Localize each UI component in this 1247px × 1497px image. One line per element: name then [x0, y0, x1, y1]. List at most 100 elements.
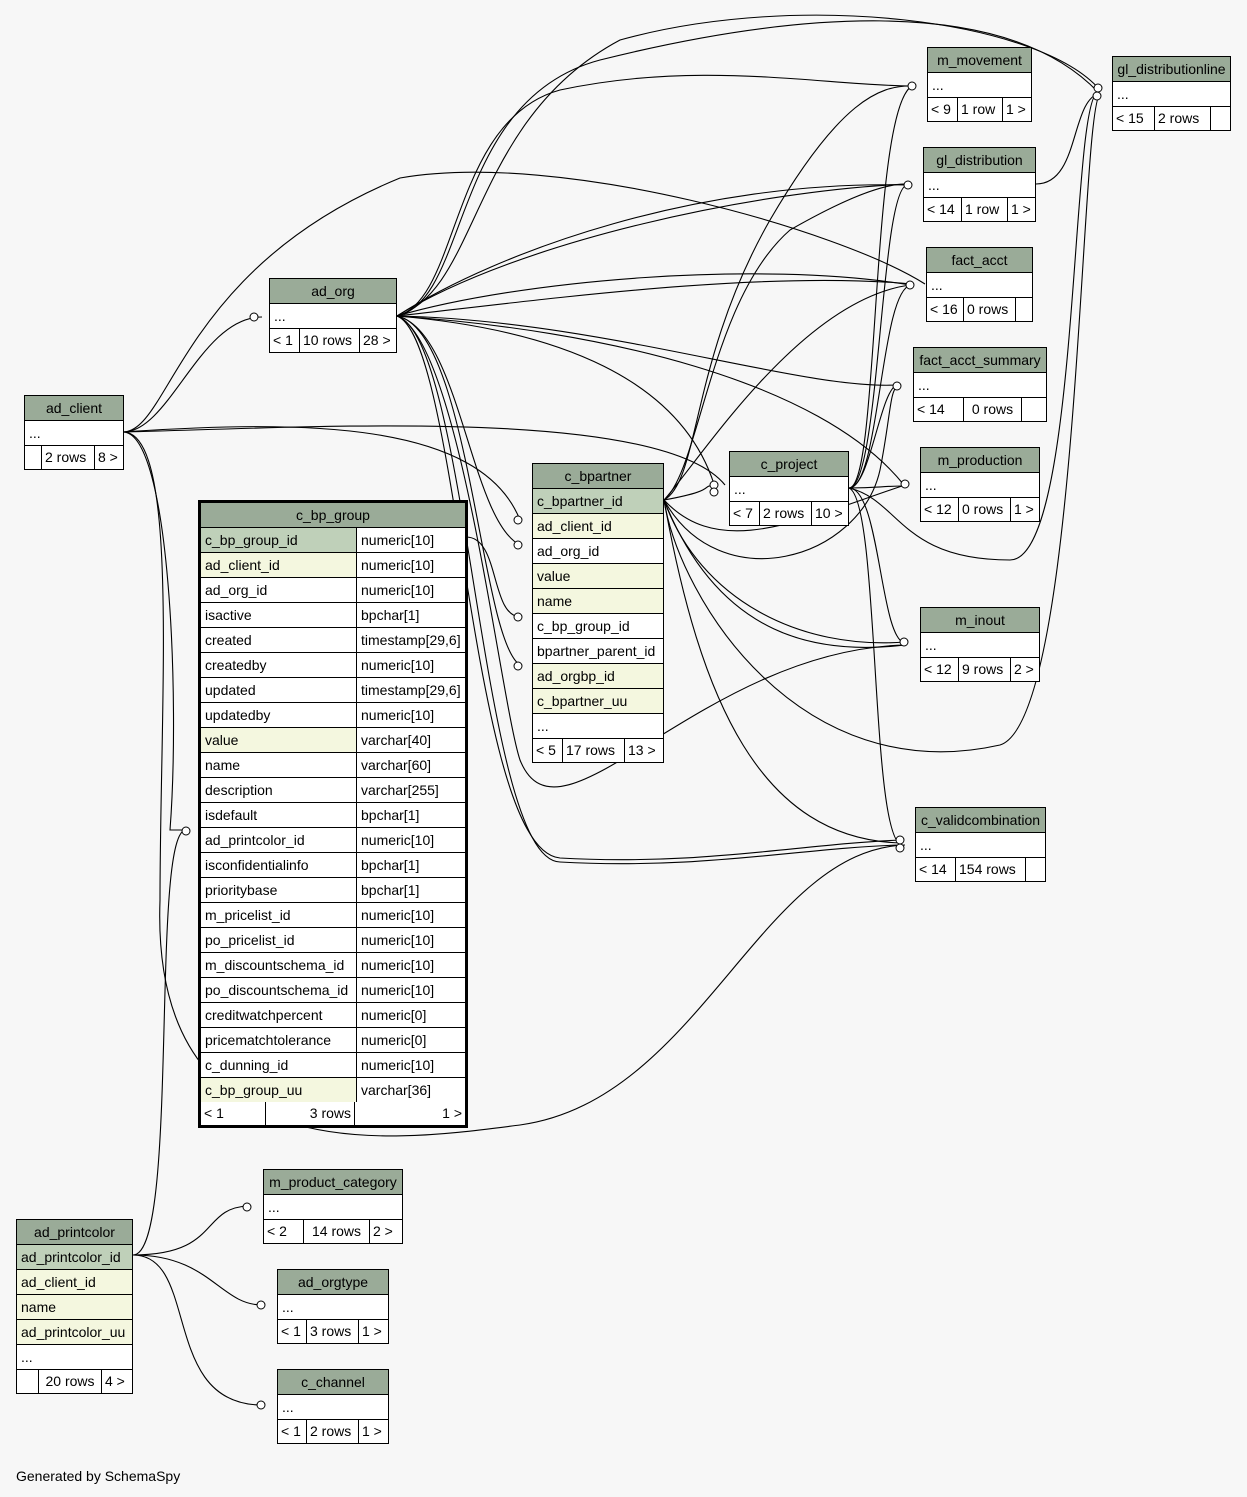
parents-count[interactable]: < 5 [533, 739, 563, 762]
parents-count[interactable]: < 12 [921, 658, 959, 681]
ellipsis: ... [931, 277, 943, 293]
table-c-bpartner[interactable]: c_bpartner c_bpartner_id ad_client_id ad… [532, 463, 664, 763]
ellipsis: ... [734, 481, 746, 497]
children-count[interactable] [1016, 298, 1032, 321]
children-count[interactable]: 1 > [1006, 101, 1026, 117]
table-m-inout[interactable]: m_inout ... < 12 9 rows 2 > [920, 607, 1040, 682]
children-count[interactable]: 8 > [98, 449, 118, 465]
table-ad-org[interactable]: ad_org ... < 1 10 rows 28 > [269, 278, 397, 353]
row-count: 3 rows [307, 1320, 359, 1343]
column-name: isdefault [205, 807, 258, 823]
children-count[interactable]: 1 > [1014, 501, 1034, 517]
row-count: 0 rows [964, 298, 1016, 321]
column-type: numeric[10] [356, 1053, 465, 1077]
table-gl-distribution[interactable]: gl_distribution ... < 14 1 row 1 > [923, 147, 1036, 222]
table-c-channel[interactable]: c_channel ... < 1 2 rows 1 > [277, 1369, 389, 1444]
parents-count[interactable]: < 7 [730, 502, 760, 525]
children-count[interactable]: 10 > [815, 505, 843, 521]
ellipsis: ... [920, 837, 932, 853]
table-footer: < 15 2 rows [1113, 107, 1230, 130]
children-count[interactable]: 2 > [373, 1223, 393, 1239]
children-count[interactable]: 4 > [105, 1373, 125, 1389]
table-footer: < 16 0 rows [927, 298, 1032, 321]
parents-count[interactable] [17, 1370, 39, 1393]
table-ad-client[interactable]: ad_client ... 2 rows 8 > [24, 395, 124, 470]
parents-count[interactable]: < 1 [270, 329, 300, 352]
children-count[interactable] [1211, 107, 1230, 130]
parents-count[interactable]: < 1 [201, 1102, 266, 1125]
table-m-production[interactable]: m_production ... < 12 0 rows 1 > [920, 447, 1040, 522]
parents-count[interactable]: < 9 [928, 98, 958, 121]
column-type: bpchar[1] [356, 603, 465, 627]
parents-count[interactable] [25, 446, 42, 469]
table-fact-acct-summary[interactable]: fact_acct_summary ... < 14 0 rows [913, 347, 1047, 422]
children-count[interactable]: 2 > [1014, 661, 1034, 677]
ellipsis: ... [918, 377, 930, 393]
children-count[interactable] [1026, 858, 1045, 881]
table-footer: < 12 9 rows 2 > [921, 658, 1039, 681]
children-count[interactable]: 1 > [1011, 201, 1031, 217]
column-row: c_bpartner_uu [533, 689, 663, 714]
row-count: 9 rows [959, 658, 1011, 681]
column-name: createdby [205, 657, 267, 673]
table-c-validcombination[interactable]: c_validcombination ... < 14 154 rows [915, 807, 1046, 882]
table-m-movement[interactable]: m_movement ... < 9 1 row 1 > [927, 47, 1032, 122]
column-row: name [533, 589, 663, 614]
column-row: bpartner_parent_id [533, 639, 663, 664]
ellipsis: ... [282, 1399, 294, 1415]
table-c-project[interactable]: c_project ... < 7 2 rows 10 > [729, 451, 849, 526]
column-type: numeric[10] [356, 578, 465, 602]
table-m-product-category[interactable]: m_product_category ... < 2 14 rows 2 > [263, 1169, 403, 1244]
table-header: fact_acct_summary [914, 348, 1046, 373]
column-name: prioritybase [205, 882, 278, 898]
table-footer: < 5 17 rows 13 > [533, 739, 663, 762]
parents-count[interactable]: < 1 [278, 1420, 307, 1443]
table-ad-printcolor[interactable]: ad_printcolor ad_printcolor_id ad_client… [16, 1219, 133, 1394]
table-header: c_bpartner [533, 464, 663, 489]
table-fact-acct[interactable]: fact_acct ... < 16 0 rows [926, 247, 1033, 322]
table-ad-orgtype[interactable]: ad_orgtype ... < 1 3 rows 1 > [277, 1269, 389, 1344]
parents-count[interactable]: < 14 [914, 398, 964, 421]
column-name: ad_org_id [205, 582, 268, 598]
column-name: value [205, 732, 239, 748]
column-type: varchar[255] [356, 778, 465, 802]
table-gl-distributionline[interactable]: gl_distributionline ... < 15 2 rows [1112, 56, 1231, 131]
children-count[interactable]: 1 > [362, 1423, 382, 1439]
edge [396, 315, 903, 861]
ellipsis: ... [925, 477, 937, 493]
column-row: name [17, 1295, 132, 1320]
children-count[interactable]: 28 > [363, 332, 391, 348]
parents-count[interactable]: < 15 [1113, 107, 1155, 130]
parents-count[interactable]: < 14 [924, 198, 962, 221]
children-count[interactable]: 13 > [628, 742, 656, 758]
parents-count[interactable]: < 12 [921, 498, 959, 521]
column-name: po_discountschema_id [205, 982, 349, 998]
ellipsis: ... [21, 1349, 33, 1365]
parents-count[interactable]: < 2 [264, 1220, 304, 1243]
column-type: bpchar[1] [356, 803, 465, 827]
column-type: timestamp[29,6] [356, 628, 465, 652]
table-footer: < 1 10 rows 28 > [270, 329, 396, 352]
children-count[interactable] [1022, 398, 1046, 421]
edge [663, 484, 906, 532]
edge [396, 315, 901, 865]
table-footer: < 2 14 rows 2 > [264, 1220, 402, 1243]
table-footer: < 1 3 rows 1 > [278, 1320, 388, 1343]
table-footer: 2 rows 8 > [25, 446, 123, 469]
children-count[interactable]: 1 > [362, 1323, 382, 1339]
edge [663, 183, 907, 501]
children-count[interactable]: 1 > [442, 1105, 462, 1121]
edge [396, 273, 911, 317]
parents-count[interactable]: < 16 [927, 298, 964, 321]
column-name: m_pricelist_id [205, 907, 291, 923]
edge [848, 485, 906, 489]
parents-count[interactable]: < 14 [916, 858, 956, 881]
parents-count[interactable]: < 1 [278, 1320, 307, 1343]
